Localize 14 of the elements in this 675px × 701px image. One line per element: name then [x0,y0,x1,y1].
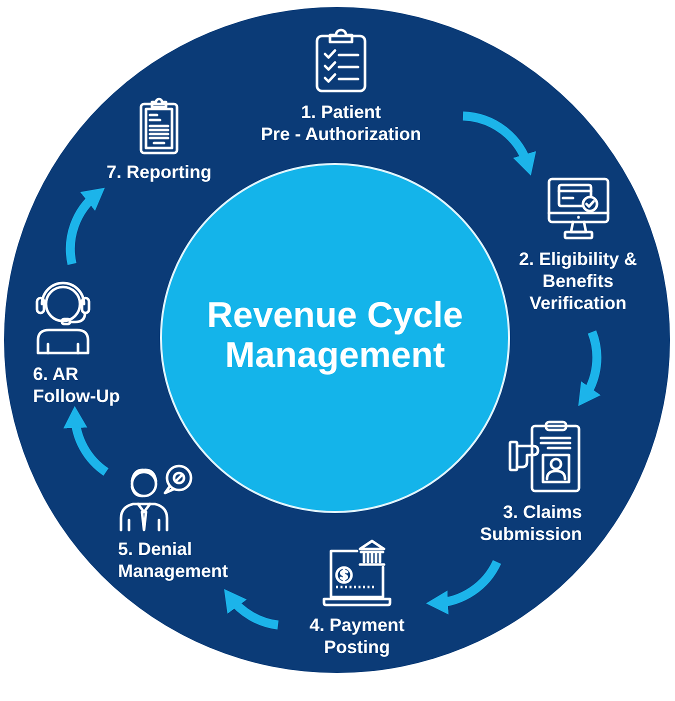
center-title: Revenue Cycle Management [206,295,464,375]
curved-arrow [64,406,109,476]
curved-arrow [224,589,279,630]
step-label: 4. Payment Posting [309,614,405,658]
curved-arrow [426,560,501,614]
curved-arrow [462,112,536,176]
curved-arrow [578,330,602,406]
step-label: 7. Reporting [106,161,212,183]
step-label: 3. Claims Submission [480,501,582,545]
step-label: 2. Eligibility & Benefits Verification [518,248,638,314]
step-label: 6. AR Follow-Up [33,363,120,407]
curved-arrow [66,187,104,265]
step-label: 5. Denial Management [118,538,228,582]
step-label: 1. Patient Pre - Authorization [260,101,422,145]
